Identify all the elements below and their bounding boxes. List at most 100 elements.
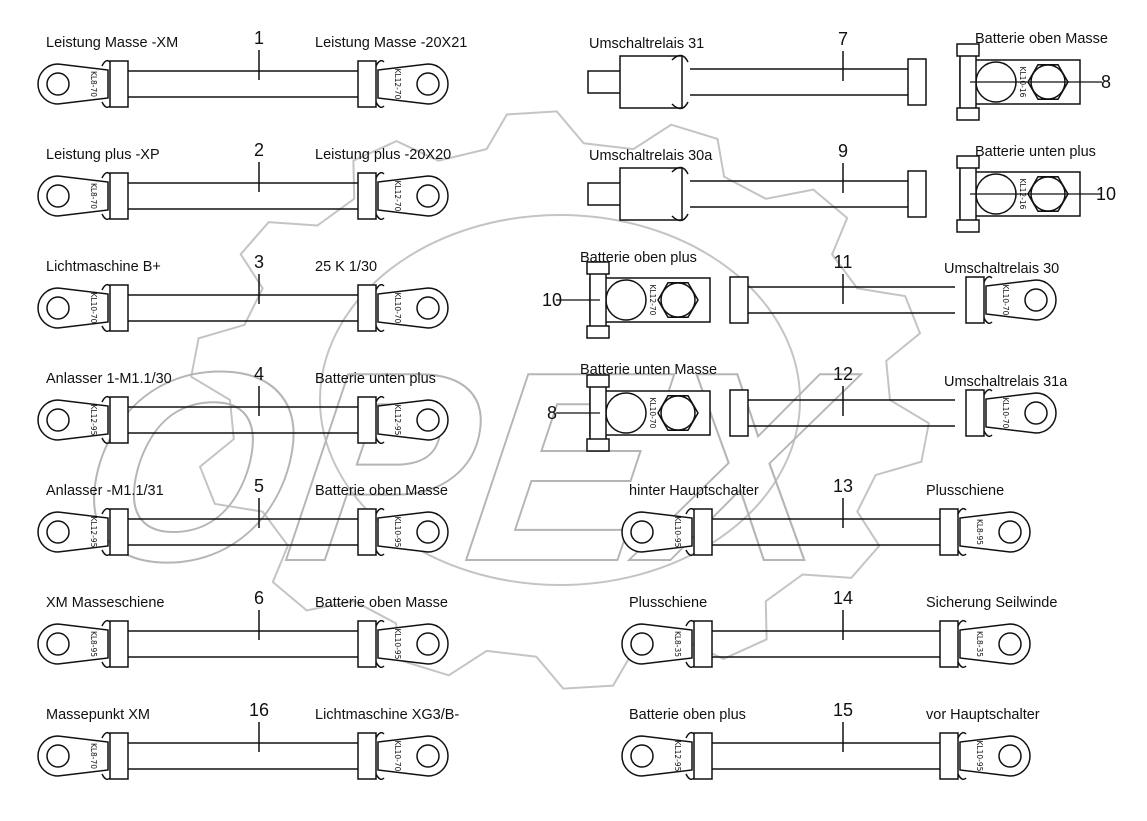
cable-label-from: Batterie unten Masse (580, 362, 717, 378)
lug-hole (1024, 288, 1048, 312)
cable-1 (128, 70, 358, 98)
pin-flare (671, 54, 689, 110)
lug-sleeve (939, 732, 959, 780)
cable-label-from: Massepunkt XM (46, 707, 150, 723)
lug-sleeve (693, 732, 713, 780)
cable-label-to: Lichtmaschine XG3/B- (315, 707, 459, 723)
lug-hole (46, 296, 70, 320)
lug-sleeve (693, 620, 713, 668)
lug-label: KL8-35 (673, 631, 682, 657)
lug-flare (685, 507, 695, 557)
lug-flare (685, 731, 695, 781)
lug-label: KL8-70 (89, 183, 98, 209)
clamp-bolt-nut (586, 438, 610, 452)
lug-label: KL10-70 (393, 293, 402, 324)
lug-flare (957, 619, 967, 669)
lug-right: KL12-70 (357, 59, 449, 109)
lug-left: KL12-95 (37, 395, 129, 445)
lug-flare (375, 507, 385, 557)
cable-label-to: Sicherung Seilwinde (926, 595, 1057, 611)
cable-16 (128, 742, 358, 770)
lug-hole (1024, 401, 1048, 425)
lug-hole (46, 408, 70, 432)
cable-label-to: Batterie unten plus (315, 371, 436, 387)
cable-number: 4 (254, 364, 264, 384)
cable-label-to: Batterie unten plus (975, 144, 1096, 160)
lug-sleeve (965, 389, 985, 437)
lug-hole (416, 744, 440, 768)
lug-label: KL10-70 (393, 741, 402, 772)
cable-2 (128, 182, 358, 210)
lug-label: KL8-95 (975, 519, 984, 545)
cable-7 (587, 54, 927, 110)
cable-11 (729, 276, 955, 324)
lug-label: KL10-95 (673, 517, 682, 548)
lug-right: KL12-95 (357, 395, 449, 445)
cable-label-to: Leistung plus -20X20 (315, 147, 451, 163)
lug-hole (46, 632, 70, 656)
lug-right: KL10-95 (357, 619, 449, 669)
clamp-post (605, 279, 647, 321)
cable-number: 1 (254, 28, 264, 48)
lug-sleeve (357, 508, 377, 556)
pin-terminal (587, 182, 625, 206)
lug-label: KL8-35 (975, 631, 984, 657)
lug-label: KL12-95 (89, 517, 98, 548)
lug-hole (630, 520, 654, 544)
lug-hole (416, 520, 440, 544)
cable-6 (128, 630, 358, 658)
lug-sleeve (357, 172, 377, 220)
cable-14 (712, 630, 940, 658)
lug-sleeve (357, 284, 377, 332)
battery-clamp: KL10-708 (547, 374, 711, 452)
lug-hole (46, 184, 70, 208)
clamp-nut-ring (660, 395, 696, 431)
clamp-bolt-nut (956, 107, 980, 121)
cable-5 (128, 518, 358, 546)
lug-sleeve (907, 170, 927, 218)
lug-left: KL8-70 (37, 731, 129, 781)
cable-label-from: hinter Hauptschalter (629, 483, 759, 499)
lug-hole (46, 72, 70, 96)
lug-flare (101, 731, 111, 781)
cable-number: 15 (833, 700, 853, 720)
lug-label: KL12-95 (89, 405, 98, 436)
lug-hole (416, 296, 440, 320)
lug-sleeve (907, 58, 927, 106)
lug-sleeve (357, 396, 377, 444)
clamp-nut (657, 281, 699, 319)
lug-right: KL10-70 (965, 388, 1057, 438)
cable-15 (712, 742, 940, 770)
cable-label-from: Lichtmaschine B+ (46, 259, 161, 275)
cable-number: 9 (838, 141, 848, 161)
watermark-gear-outline (190, 110, 930, 690)
lug-flare (375, 171, 385, 221)
cable-number: 12 (833, 364, 853, 384)
lug-sleeve (109, 396, 129, 444)
cable-label-to: Umschaltrelais 31a (944, 374, 1068, 390)
clamp-bolt-nut (586, 325, 610, 339)
lug-sleeve (965, 276, 985, 324)
lug-left: KL10-95 (621, 507, 713, 557)
cable-label-from: Plusschiene (629, 595, 707, 611)
clamp-nut-ring (660, 282, 696, 318)
clamp-label: KL12-70 (648, 285, 657, 316)
lug-flare (375, 731, 385, 781)
lug-sleeve (693, 508, 713, 556)
lug-sleeve (357, 620, 377, 668)
lug-right: KL8-95 (939, 507, 1031, 557)
cable-number: 16 (249, 700, 269, 720)
lug-label: KL12-95 (393, 405, 402, 436)
lug-label: KL12-95 (673, 741, 682, 772)
lug-left: KL12-95 (621, 731, 713, 781)
lug-hole (630, 632, 654, 656)
lug-hole (416, 632, 440, 656)
cable-number: 2 (254, 140, 264, 160)
lug-flare (101, 171, 111, 221)
cable-number: 6 (254, 588, 264, 608)
pin-terminal (587, 70, 625, 94)
cable-number: 14 (833, 588, 853, 608)
pin-flare (671, 166, 689, 222)
cable-label-from: Batterie oben plus (629, 707, 746, 723)
